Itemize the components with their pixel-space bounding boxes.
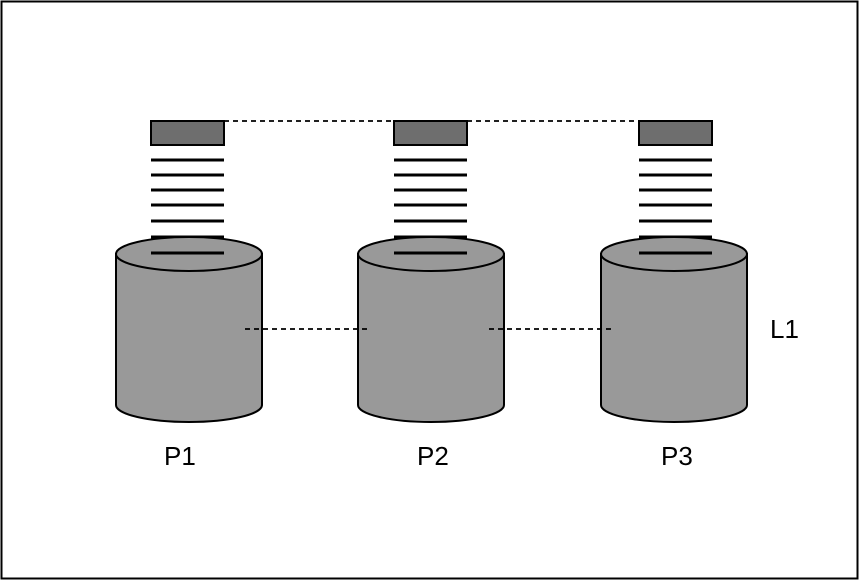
label-p3: P3 bbox=[661, 441, 693, 471]
cap-p3 bbox=[638, 120, 713, 146]
pillar-p2 bbox=[357, 120, 505, 423]
label-p2: P2 bbox=[417, 441, 449, 471]
cylinder-body-p1 bbox=[115, 253, 263, 423]
cylinder-body-p2 bbox=[357, 253, 505, 423]
pillar-p3 bbox=[600, 120, 748, 423]
pillar-p1 bbox=[115, 120, 263, 423]
cap-p1 bbox=[150, 120, 225, 146]
stack-lines-p2 bbox=[394, 158, 467, 239]
stack-lines-p1 bbox=[151, 158, 224, 239]
stack-lines-p3 bbox=[639, 158, 712, 239]
label-p1: P1 bbox=[164, 441, 196, 471]
cylinder-body-p3 bbox=[600, 253, 748, 423]
label-l1: L1 bbox=[770, 314, 799, 344]
cap-p2 bbox=[393, 120, 468, 146]
